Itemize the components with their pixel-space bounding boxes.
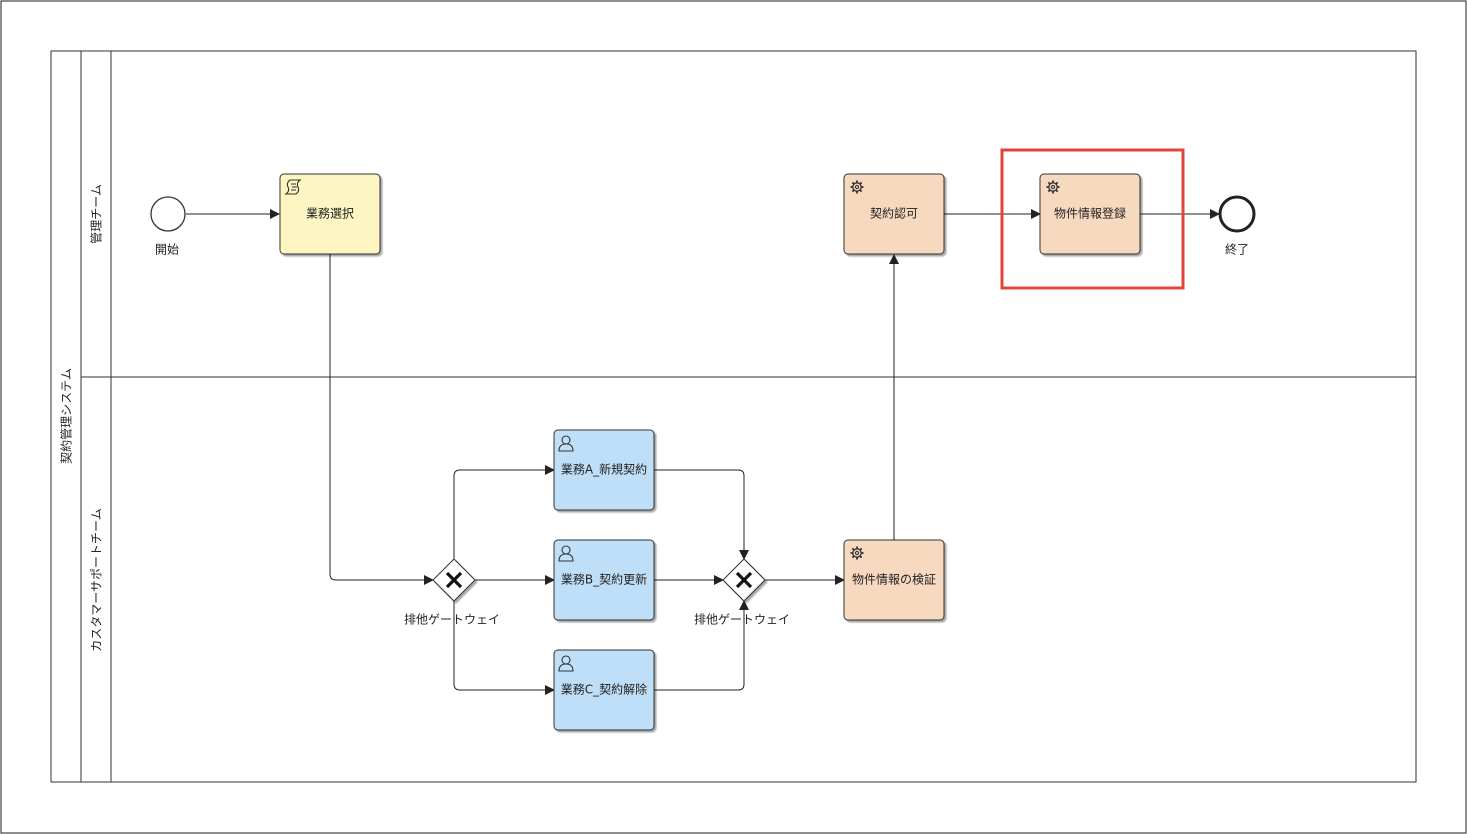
task-select-box [279, 173, 381, 255]
task-approve-label: 契約認可 [870, 206, 918, 221]
lane-management[interactable]: 管理チーム [89, 184, 104, 244]
gateway-join[interactable]: 排他ゲートウェイ [694, 558, 790, 627]
task-c-cancel-box [553, 649, 655, 731]
task-a-new[interactable]: 業務A_新規契約 [553, 429, 655, 511]
lane-label-customer-support: カスタマーサポートチーム [90, 508, 104, 651]
task-a-new-label: 業務A_新規契約 [561, 462, 647, 477]
user-icon [558, 435, 574, 452]
exclusive-x-icon [445, 571, 463, 589]
task-select[interactable]: 業務選択 [279, 173, 381, 255]
pool[interactable]: 契約管理システム [50, 50, 1417, 783]
task-select-label: 業務選択 [306, 207, 354, 221]
flow-a-to-join[interactable] [654, 469, 749, 560]
end-event-label: 終了 [1225, 242, 1249, 257]
task-c-cancel[interactable]: 業務C_契約解除 [553, 649, 655, 731]
end-event[interactable]: 終了 [1218, 195, 1256, 257]
script-icon [284, 179, 302, 195]
flow-split-to-c[interactable] [453, 601, 555, 695]
user-icon [558, 545, 574, 562]
task-verify-label: 物件情報の検証 [852, 573, 936, 587]
lane-customer-support[interactable]: カスタマーサポートチーム [90, 508, 104, 651]
task-b-renew-box [553, 539, 655, 621]
start-event-label: 開始 [155, 243, 179, 257]
task-b-renew[interactable]: 業務B_契約更新 [553, 539, 655, 621]
exclusive-x-icon [735, 571, 753, 589]
task-approve[interactable]: 契約認可 [843, 173, 945, 255]
flow-split-to-a[interactable] [453, 465, 555, 559]
task-register[interactable]: 物件情報登録 [1039, 173, 1141, 255]
pool-label: 契約管理システム [59, 368, 74, 464]
flow-select-to-split[interactable] [329, 254, 434, 585]
task-verify[interactable]: 物件情報の検証 [843, 539, 945, 621]
gateway-join-label: 排他ゲートウェイ [694, 613, 790, 627]
start-event[interactable]: 開始 [150, 196, 186, 257]
gateway-split-label: 排他ゲートウェイ [404, 613, 500, 627]
task-c-cancel-label: 業務C_契約解除 [561, 682, 647, 697]
task-b-renew-label: 業務B_契約更新 [561, 572, 647, 587]
highlight-box [1000, 148, 1185, 290]
task-a-new-box [553, 429, 655, 511]
user-icon [558, 655, 574, 672]
flow-c-to-join[interactable] [654, 600, 749, 691]
task-verify-box [843, 539, 945, 621]
task-register-label: 物件情報登録 [1054, 206, 1126, 221]
task-approve-box [843, 173, 945, 255]
task-register-box [1039, 173, 1141, 255]
sequence-flows [186, 209, 1220, 695]
gateway-split[interactable]: 排他ゲートウェイ [404, 558, 500, 627]
lane-label-management: 管理チーム [89, 184, 104, 244]
